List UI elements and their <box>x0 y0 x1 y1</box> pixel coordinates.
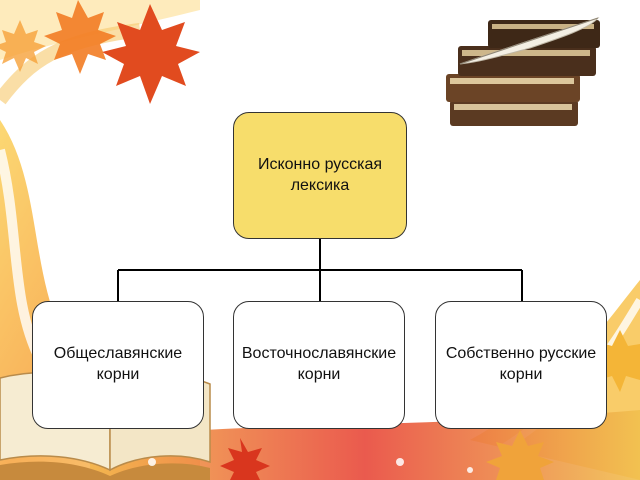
maple-leaf-icon <box>102 4 200 104</box>
child-label: Общеславянские корни <box>53 345 183 383</box>
child-label: Собственно русские корни <box>445 345 597 383</box>
child-node-common-slavic: Общеславянские корни <box>32 301 204 429</box>
child-node-proper-russian: Собственно русские корни <box>435 301 607 429</box>
root-node: Исконно русская лексика <box>233 112 407 239</box>
root-label: Исконно русская лексика <box>257 155 383 194</box>
child-node-east-slavic: Восточнославянские корни <box>233 301 405 429</box>
child-label: Восточнославянские корни <box>241 345 397 383</box>
old-books-icon <box>446 16 600 126</box>
